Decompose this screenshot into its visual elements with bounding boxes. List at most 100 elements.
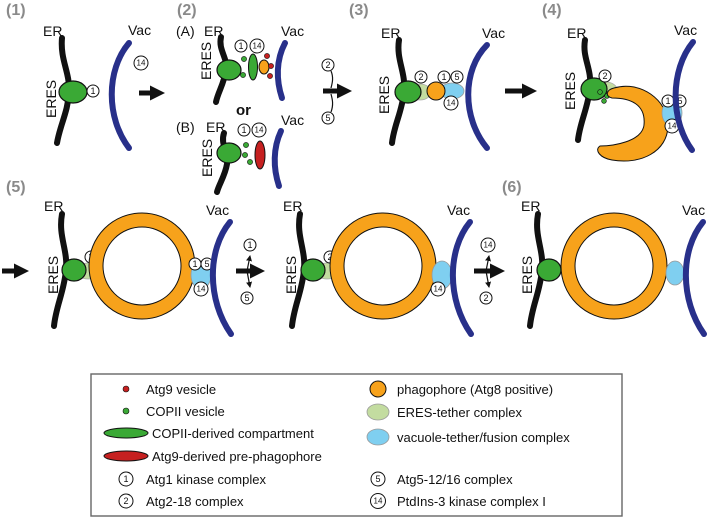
atg1-number: 1 xyxy=(247,240,252,250)
atg9-derived-pre-phagophore xyxy=(254,140,266,170)
er-label: ER xyxy=(567,25,586,41)
vac-label: Vac xyxy=(281,23,304,39)
legend-atg1: Atg1 kinase complex xyxy=(146,472,266,487)
atg2-number: 2 xyxy=(325,60,330,70)
copii-vesicle xyxy=(240,72,246,78)
or-label: or xyxy=(236,102,251,119)
atg1-number: 1 xyxy=(241,125,246,135)
entry-line xyxy=(330,93,334,113)
autophagosome-ring xyxy=(330,213,436,319)
atg1-complex-marker xyxy=(237,123,251,137)
legend-atg5-12-16: Atg5-12/16 complex xyxy=(397,472,513,487)
vacuole-membrane xyxy=(271,128,284,189)
legend-eres-tether: ERES-tether complex xyxy=(397,405,522,420)
panel-4: (4) ER ERES 2 1 5 14 Vac xyxy=(542,2,697,162)
legend-atg9-vesicle: Atg9 vesicle xyxy=(146,382,216,397)
ptdins3-complex-marker xyxy=(133,55,149,71)
transition-2-to-3: 2 5 xyxy=(321,58,352,125)
er-label: ER xyxy=(204,23,223,39)
atg2-complex-marker xyxy=(414,70,428,84)
release-line xyxy=(485,255,491,272)
ptdins3-number: 14 xyxy=(447,99,456,108)
legend-ptdins3: PtdIns-3 kinase complex I xyxy=(397,494,546,509)
ptdins3-complex-marker xyxy=(480,237,496,253)
step-label-1: (1) xyxy=(6,2,26,19)
legend: Atg9 vesicle COPII vesicle COPII-derived… xyxy=(90,373,623,517)
eres-label: ERES xyxy=(283,256,299,294)
vacuole-membrane xyxy=(108,40,132,151)
atg1-number: 1 xyxy=(238,41,243,51)
ptdins3-number: 14 xyxy=(484,241,493,250)
vacuole-membrane xyxy=(449,219,474,337)
ptdins3-number: 14 xyxy=(255,126,264,135)
release-line xyxy=(246,255,252,272)
vacuole-tether-fusion-complex xyxy=(665,260,685,286)
atg1-legend-marker xyxy=(118,471,134,487)
atg5-number: 5 xyxy=(325,113,330,123)
copii-compartment-icon xyxy=(103,427,149,439)
legend-phagophore: phagophore (Atg8 positive) xyxy=(397,382,553,397)
eres-label: ERES xyxy=(562,72,578,110)
er-label: ER xyxy=(381,25,400,41)
atg2-complex-marker xyxy=(598,69,612,83)
atg2-number: 2 xyxy=(602,71,607,81)
release-line xyxy=(246,270,253,288)
option-a-label: (A) xyxy=(176,23,195,39)
atg1-complex-marker xyxy=(437,70,451,84)
atg2-number: 2 xyxy=(123,496,128,506)
atg5-complex-marker xyxy=(240,291,254,305)
vacuole-membrane xyxy=(209,219,234,337)
phagophore-small xyxy=(258,59,270,75)
atg9-vesicle-icon xyxy=(122,385,130,393)
vac-label: Vac xyxy=(682,202,705,218)
autophagosome-ring xyxy=(561,213,667,319)
atg9-prephagophore-icon xyxy=(103,450,149,462)
autophagosome-ring xyxy=(89,213,195,319)
atg9-vesicle xyxy=(264,53,270,59)
eres-label: ERES xyxy=(376,76,392,114)
atg2-number: 2 xyxy=(483,293,488,303)
panel-2: (2) (A) ER ERES 1 14 Vac or (B) ER ERES … xyxy=(176,2,304,195)
copii-derived-compartment xyxy=(248,53,258,81)
ptdins3-number: 14 xyxy=(137,59,146,68)
vac-label: Vac xyxy=(447,202,470,218)
copii-vesicle xyxy=(241,56,247,62)
legend-atg9-prephagophore: Atg9-derived pre-phagophore xyxy=(152,449,322,464)
atg5-legend-marker xyxy=(370,471,386,487)
copii-vesicle xyxy=(242,152,248,158)
atg1-number: 1 xyxy=(123,474,128,484)
step-label-4: (4) xyxy=(542,2,562,19)
autophagosome-ring-inner-outline xyxy=(343,226,423,306)
release-line xyxy=(485,270,492,288)
atg9-vesicle xyxy=(267,73,273,79)
atg2-complex-marker xyxy=(479,291,493,305)
er-label: ER xyxy=(44,198,63,214)
atg5-complex-marker xyxy=(321,111,335,125)
atg5-number: 5 xyxy=(454,72,459,82)
eres-green-site xyxy=(536,258,562,282)
atg2-complex-marker xyxy=(321,58,335,72)
eres-green-site xyxy=(216,59,242,81)
ptdins3-number: 14 xyxy=(668,122,677,131)
vacuole-membrane xyxy=(274,40,288,101)
vac-label: Vac xyxy=(674,22,697,38)
ptdins3-complex-marker xyxy=(251,122,267,138)
eres-label: ERES xyxy=(519,256,535,294)
vacuole-membrane xyxy=(682,219,707,337)
legend-copii-vesicle: COPII vesicle xyxy=(146,404,225,419)
step-label-6: (6) xyxy=(502,179,522,196)
legend-frame xyxy=(90,373,623,517)
phagophore-small xyxy=(426,81,446,101)
ptdins3-number: 14 xyxy=(374,497,383,506)
panel-3: (3) ER ERES 2 1 5 14 Vac xyxy=(349,2,537,151)
atg9-vesicle xyxy=(268,63,274,69)
ptdins3-number: 14 xyxy=(253,42,262,51)
er-label: ER xyxy=(283,198,302,214)
entry-line xyxy=(330,70,334,89)
vac-label: Vac xyxy=(281,112,304,128)
ptdins3-number: 14 xyxy=(197,285,206,294)
step-label-5: (5) xyxy=(6,179,26,196)
ptdins3-complex-marker xyxy=(443,95,459,111)
atg5-number: 5 xyxy=(204,259,209,269)
